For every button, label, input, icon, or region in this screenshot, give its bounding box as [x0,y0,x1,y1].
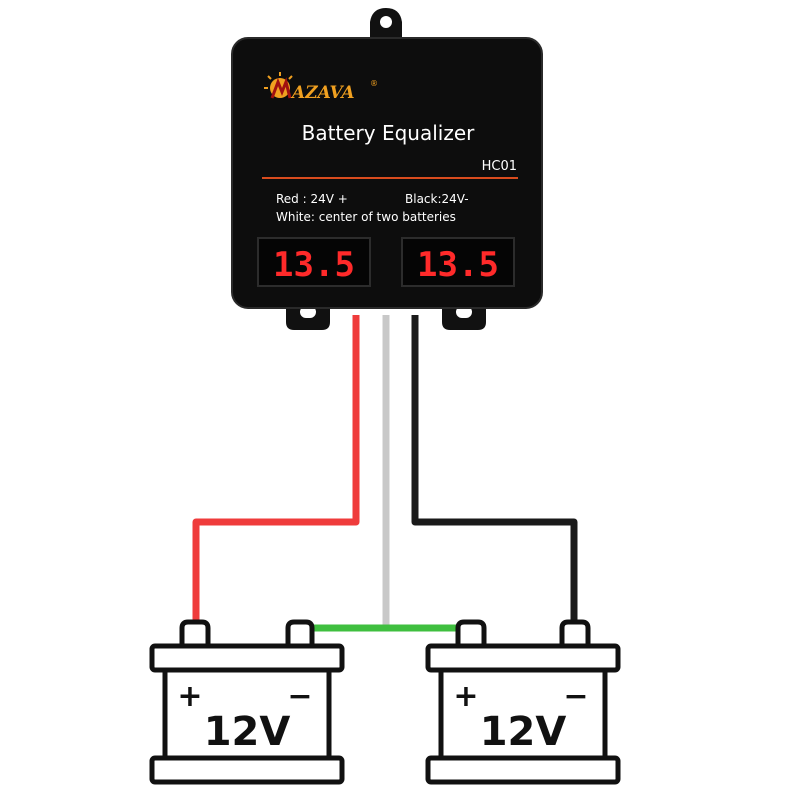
registered-mark: ® [370,79,378,88]
wiring-white-label: White: center of two batteries [276,210,456,224]
battery-right-voltage: 12V [480,709,567,755]
brand-logo: AZAVA ® [264,72,378,103]
wiring-black-label: Black:24V- [405,192,469,206]
battery-left-minus-sign: − [287,679,312,714]
battery-right-terminal-positive [455,619,487,646]
battery-left-voltage: 12V [204,709,291,755]
brand-name: AZAVA [290,83,355,103]
device-title: Battery Equalizer [302,121,476,145]
red-wire [192,315,360,626]
battery-right-lid [425,643,621,673]
battery-left-lid [149,643,345,673]
battery-equalizer-device: AZAVA ® Battery Equalizer HC01 Red : 24V… [231,8,543,330]
display-right-frame [401,237,515,287]
battery-left-plus-sign: + [177,679,202,714]
battery-right-minus-sign: − [563,679,588,714]
battery-right-base [425,755,621,785]
battery-right-plus-sign: + [453,679,478,714]
battery-right-case [438,667,608,761]
display-left-value: 13.5 [273,245,355,285]
battery-left-base [149,755,345,785]
display-left-frame [257,237,371,287]
wires [192,315,578,632]
battery-left-terminal-negative [285,619,315,646]
display-right-value: 13.5 [417,245,499,285]
battery-right: + − 12V [425,619,621,785]
battery-left: + − 12V [149,619,345,785]
battery-left-case [162,667,332,761]
battery-right-terminal-negative [559,619,591,646]
battery-left-terminal-positive [179,619,211,646]
black-wire [411,315,578,626]
wiring-red-label: Red : 24V + [276,192,348,206]
device-model: HC01 [482,159,517,174]
